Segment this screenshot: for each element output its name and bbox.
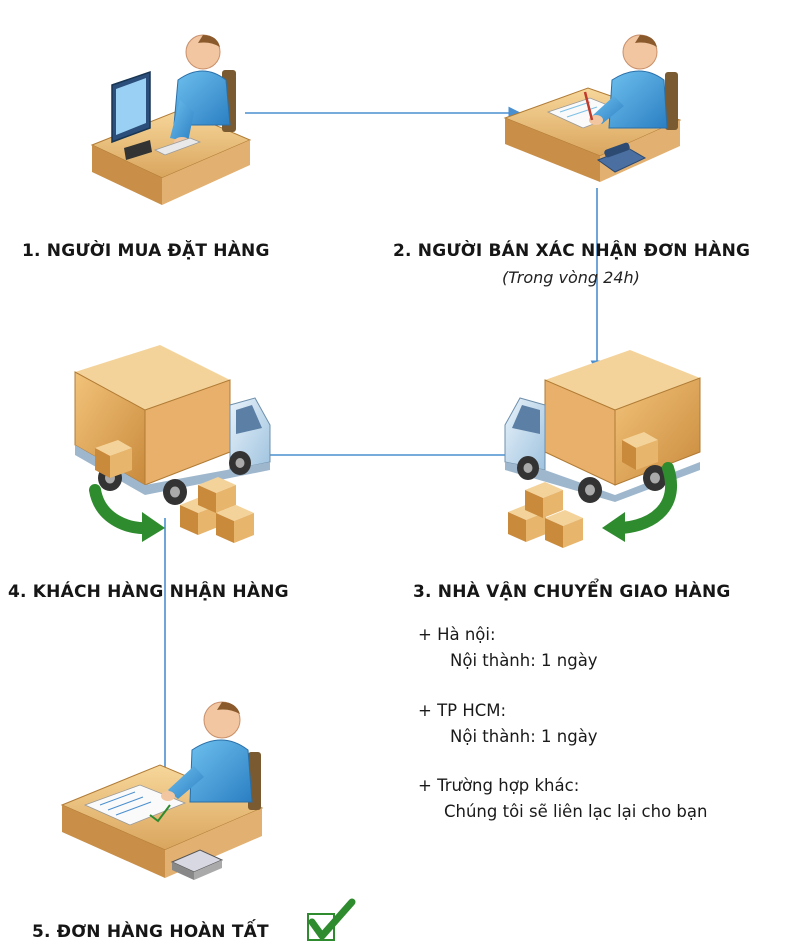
flow-arrows xyxy=(158,106,604,814)
delivery-hcm-detail: Nội thành: 1 ngày xyxy=(450,727,598,746)
step-2-label: 2. NGƯỜI BÁN XÁC NHẬN ĐƠN HÀNG xyxy=(393,241,751,261)
delivery-hanoi-region: + Hà nội: xyxy=(418,625,496,644)
delivery-hcm-region: + TP HCM: xyxy=(418,701,507,720)
delivery-hanoi-detail: Nội thành: 1 ngày xyxy=(450,651,598,670)
step-1-label: 1. NGƯỜI MUA ĐẶT HÀNG xyxy=(22,241,270,261)
step-5-label: 5. ĐƠN HÀNG HOÀN TẤT xyxy=(32,922,269,942)
delivery-truck-left-icon xyxy=(74,345,271,542)
step-3-label: 3. NHÀ VẬN CHUYỂN GIAO HÀNG xyxy=(413,582,731,602)
buyer-computer-icon xyxy=(90,34,252,205)
delivery-truck-right-icon xyxy=(504,350,701,542)
seller-confirm-icon xyxy=(503,34,682,182)
package-stack-left-icon xyxy=(180,477,254,543)
delivery-other-region: + Trường hợp khác: xyxy=(418,776,580,795)
delivery-other-detail: Chúng tôi sẽ liên lạc lại cho bạn xyxy=(444,802,708,821)
step-2-note: (Trong vòng 24h) xyxy=(502,268,640,287)
order-complete-icon xyxy=(60,701,264,880)
step-4-label: 4. KHÁCH HÀNG NHẬN HÀNG xyxy=(8,582,289,602)
package-stack-right-icon xyxy=(508,482,583,548)
check-icon xyxy=(307,898,356,941)
